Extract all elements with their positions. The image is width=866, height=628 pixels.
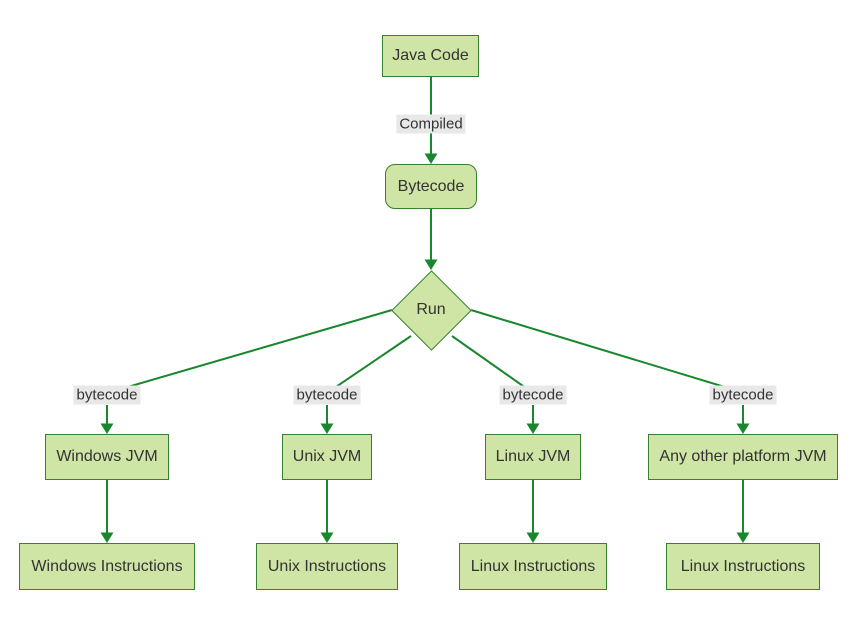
arrowhead-linuxjvm bbox=[526, 423, 540, 434]
arrowhead-linux-instructions bbox=[526, 532, 540, 543]
node-java-code: Java Code bbox=[382, 35, 479, 77]
node-other-platform-instructions: Linux Instructions bbox=[666, 543, 820, 590]
edge-label-bytecode-windows: bytecode bbox=[73, 385, 141, 405]
edge-run-windowsjvm bbox=[106, 309, 393, 394]
node-linux-instructions: Linux Instructions bbox=[459, 543, 607, 590]
edge-label-bytecode-linux: bytecode bbox=[499, 385, 567, 405]
edge-label-bytecode-unix: bytecode bbox=[293, 385, 361, 405]
node-unix-instructions: Unix Instructions bbox=[256, 543, 398, 590]
node-bytecode: Bytecode bbox=[385, 164, 477, 209]
edge-label-compiled: Compiled bbox=[396, 114, 466, 134]
node-windows-jvm: Windows JVM bbox=[45, 434, 169, 480]
arrowhead-bytecode bbox=[424, 153, 438, 164]
arrowhead-windows-instructions bbox=[100, 532, 114, 543]
arrowhead-otherjvm bbox=[736, 423, 750, 434]
node-run: Run bbox=[416, 301, 446, 318]
node-any-other-platform-jvm: Any other platform JVM bbox=[648, 434, 838, 480]
edge-label-bytecode-other: bytecode bbox=[709, 385, 777, 405]
arrowhead-unix-instructions bbox=[320, 532, 334, 543]
arrowhead-windowsjvm bbox=[100, 423, 114, 434]
edge-run-unixjvm bbox=[326, 335, 412, 394]
arrowhead-unixjvm bbox=[320, 423, 334, 434]
arrowhead-run bbox=[424, 259, 438, 270]
edge-run-otherjvm bbox=[470, 309, 739, 392]
arrowhead-other-instructions bbox=[736, 532, 750, 543]
node-linux-jvm: Linux JVM bbox=[485, 434, 581, 480]
node-windows-instructions: Windows Instructions bbox=[19, 543, 195, 590]
edge-run-linuxjvm bbox=[451, 335, 534, 394]
node-unix-jvm: Unix JVM bbox=[282, 434, 372, 480]
